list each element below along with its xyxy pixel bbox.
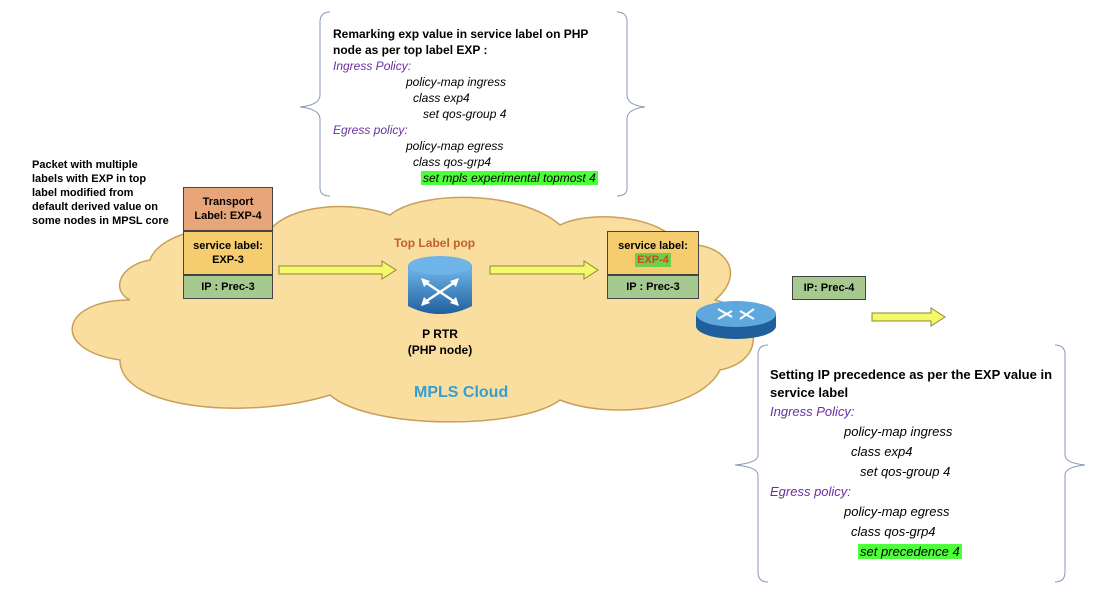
p-router-label-line2: (PHP node): [407, 343, 473, 357]
bottom-note-title-line1: Setting IP precedence as per the EXP val…: [770, 367, 1053, 382]
bottom-note-egress-highlight: set precedence 4: [858, 544, 962, 559]
packet-description-line: default derived value on: [32, 201, 158, 213]
edge-router-icon: [696, 301, 776, 339]
top-note-egress-highlight: set mpls experimental topmost 4: [421, 171, 598, 185]
transport-label-box: Transport Label: EXP-4: [183, 187, 273, 231]
packet-description-line: label modified from: [32, 187, 134, 199]
top-note-title-line1: Remarking exp value in service label on …: [333, 27, 589, 41]
service-label-line1: service label:: [193, 240, 263, 252]
service-label-line1: service label:: [618, 240, 688, 252]
p-router-label: P RTR (PHP node): [400, 326, 480, 358]
packet-description-line: some nodes in MPSL core: [32, 215, 169, 227]
top-note-ingress-line: class exp4: [413, 91, 470, 105]
bottom-note-egress-line: class qos-grp4: [851, 524, 936, 539]
ip-label: IP : Prec-3: [626, 281, 680, 293]
transport-label-line1: Transport: [202, 196, 254, 208]
packet-description-line: labels with EXP in top: [32, 173, 147, 185]
ip-label: IP : Prec-3: [201, 281, 255, 293]
p-router-label-line1: P RTR: [422, 327, 458, 341]
packet-description-line: Packet with multiple: [32, 159, 138, 171]
service-label-line2: EXP-3: [212, 254, 244, 266]
bottom-note-ingress-line: set qos-group 4: [860, 464, 951, 479]
service-label-line2: EXP-4: [635, 253, 671, 267]
p-router-icon: [408, 256, 472, 314]
bottom-note-egress-line: policy-map egress: [844, 504, 950, 519]
top-note-egress-line: policy-map egress: [406, 139, 504, 153]
service-label-box-right: service label: EXP-4: [607, 231, 699, 275]
top-note-egress-heading: Egress policy:: [333, 123, 408, 137]
top-note: Remarking exp value in service label on …: [333, 26, 623, 186]
bottom-note-title-line2: service label: [770, 385, 849, 400]
ip-box-right: IP : Prec-3: [607, 275, 699, 299]
arrow-from-router: [489, 260, 599, 280]
egress-ip-label: IP: Prec-4: [803, 282, 855, 294]
arrow-egress: [871, 307, 946, 327]
bottom-note-brace: [734, 344, 1086, 583]
arrow-to-router: [278, 260, 397, 280]
top-label-pop-text: Top Label pop: [394, 236, 476, 250]
transport-label-line2: Label: EXP-4: [194, 210, 262, 222]
mpls-cloud-label: MPLS Cloud: [414, 384, 509, 401]
top-note-egress-line: class qos-grp4: [413, 155, 492, 169]
top-note-ingress-line: set qos-group 4: [423, 107, 507, 121]
packet-description: Packet with multiple labels with EXP in …: [32, 158, 182, 228]
bottom-note: Setting IP precedence as per the EXP val…: [770, 366, 1060, 562]
bottom-note-egress-heading: Egress policy:: [770, 484, 851, 499]
ip-box-left: IP : Prec-3: [183, 275, 273, 299]
egress-ip-box: IP: Prec-4: [792, 276, 866, 300]
top-note-title-line2: node as per top label EXP :: [333, 43, 488, 57]
top-note-brace: [299, 11, 646, 197]
top-note-ingress-line: policy-map ingress: [406, 75, 507, 89]
bottom-note-ingress-heading: Ingress Policy:: [770, 404, 855, 419]
top-note-ingress-heading: Ingress Policy:: [333, 59, 412, 73]
service-label-box-left: service label: EXP-3: [183, 231, 273, 275]
bottom-note-ingress-line: class exp4: [851, 444, 913, 459]
bottom-note-ingress-line: policy-map ingress: [844, 424, 953, 439]
